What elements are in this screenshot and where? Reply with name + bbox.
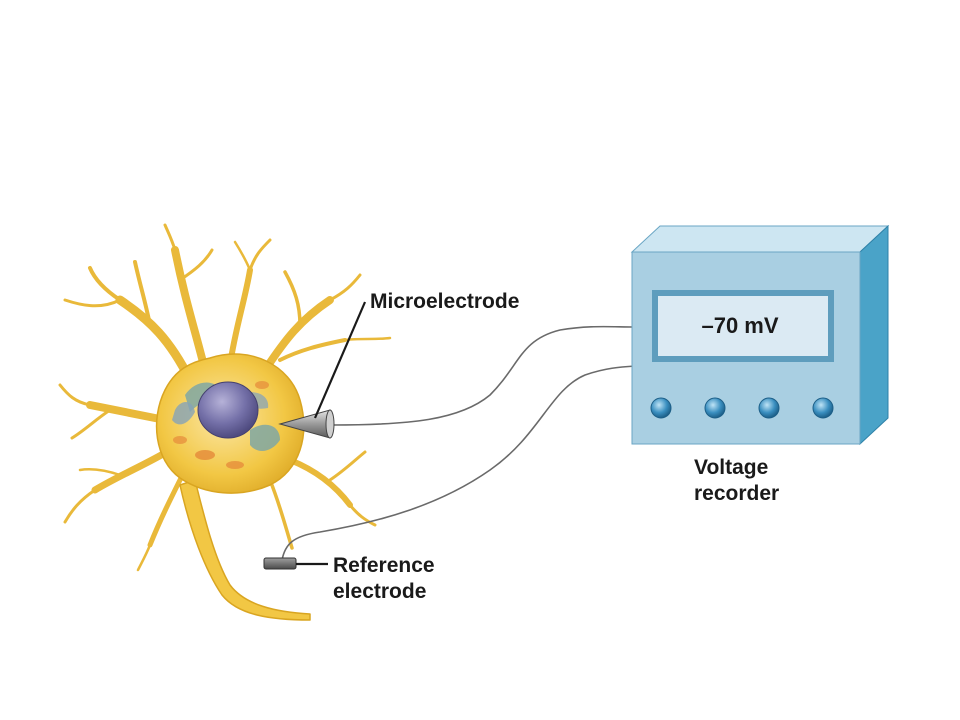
wires [281, 325, 637, 561]
nucleus [197, 381, 259, 439]
voltage-readout: –70 mV [701, 313, 779, 338]
reference-electrode-disk [263, 557, 297, 570]
voltage-recorder-label-line1: Voltage [694, 456, 769, 479]
recorder-top [630, 225, 890, 253]
reference-electrode-label-line2: electrode [333, 580, 427, 603]
neuron [58, 223, 392, 621]
dendrites [58, 223, 392, 572]
reference-electrode-label-line1: Reference [333, 554, 435, 577]
recorder-knobs [650, 397, 834, 419]
microelectrode-wire [331, 325, 637, 426]
knob-3[interactable] [758, 397, 780, 419]
knob-2[interactable] [704, 397, 726, 419]
reference-electrode-wire [281, 365, 637, 561]
knob-1[interactable] [650, 397, 672, 419]
microelectrode [278, 301, 367, 439]
microelectrode-leader-line [313, 301, 367, 419]
recorder-side [859, 224, 889, 446]
reference-electrode [263, 557, 328, 570]
knob-4[interactable] [812, 397, 834, 419]
microelectrode-label: Microelectrode [370, 290, 520, 313]
voltage-recorder-label-line2: recorder [694, 482, 780, 505]
voltage-recorder [630, 224, 890, 446]
axon [179, 479, 311, 621]
recorder-screen [658, 296, 828, 356]
